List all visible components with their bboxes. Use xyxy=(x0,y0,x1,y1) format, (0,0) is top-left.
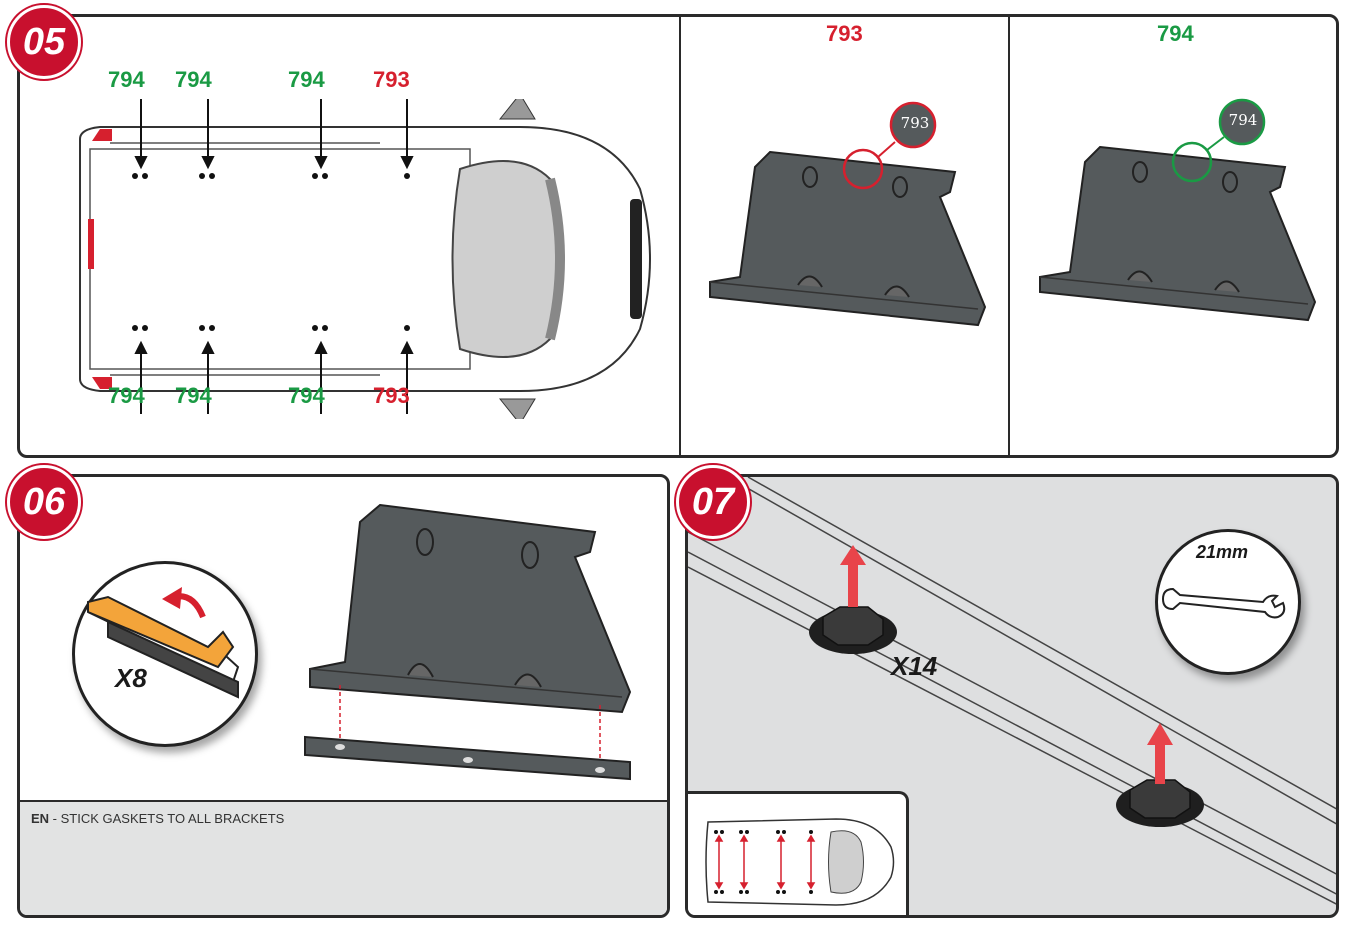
wrench-size: 21mm xyxy=(1196,542,1249,562)
nut-quantity: X14 xyxy=(891,651,938,681)
step-06-badge: 06 xyxy=(7,465,81,539)
step-07-badge: 07 xyxy=(676,465,750,539)
divider-1 xyxy=(679,17,681,455)
bracket-794 xyxy=(1039,98,1317,322)
bottom-label-4: 793 xyxy=(373,383,410,408)
inset-van-diagram xyxy=(705,818,895,906)
bracket-with-gasket xyxy=(304,503,632,781)
top-label-3: 794 xyxy=(288,67,325,92)
caption-text: - STICK GASKETS TO ALL BRACKETS xyxy=(49,811,285,826)
van-top-view xyxy=(79,99,651,419)
bottom-label-3: 794 xyxy=(288,383,325,408)
caption-area xyxy=(20,800,667,915)
callout-794: 794 xyxy=(1228,111,1258,129)
divider-2 xyxy=(1008,17,1010,455)
step-05-badge: 05 xyxy=(7,5,81,79)
step-05-panel: 794 794 794 793 794 794 794 793 793 793 … xyxy=(17,14,1339,458)
caption-lang: EN xyxy=(31,811,50,826)
gasket-peel-illustration xyxy=(87,587,240,699)
top-label-2: 794 xyxy=(175,67,212,92)
step-07-panel: X14 21mm xyxy=(685,474,1339,918)
callout-793: 793 xyxy=(900,114,930,132)
bracket-793 xyxy=(709,101,987,327)
col-794-title: 794 xyxy=(1157,21,1194,46)
col-793-title: 793 xyxy=(826,21,863,46)
roof-rails xyxy=(688,477,1336,905)
step-06-panel: X8 EN - STICK GASKETS TO ALL BRACKETS xyxy=(17,474,670,918)
bottom-label-1: 794 xyxy=(108,383,145,408)
gasket-quantity: X8 xyxy=(115,663,147,693)
caption: EN - STICK GASKETS TO ALL BRACKETS xyxy=(31,811,284,826)
top-label-4: 793 xyxy=(373,67,410,92)
top-label-1: 794 xyxy=(108,67,145,92)
wrench-icon xyxy=(1161,587,1286,619)
bottom-label-2: 794 xyxy=(175,383,212,408)
